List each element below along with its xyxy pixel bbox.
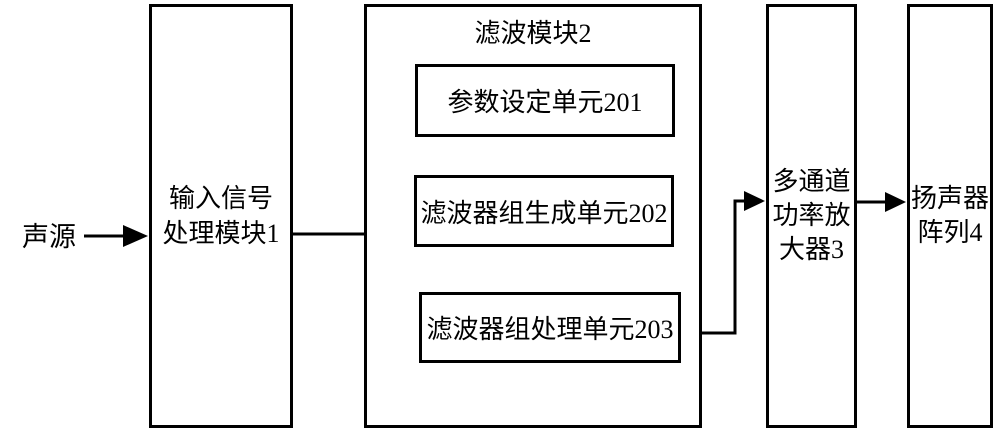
arrow-source-to-input <box>84 225 148 247</box>
multichannel-amplifier-box: 多通道 功率放 大器3 <box>766 4 857 428</box>
sound-source-label: 声源 <box>22 222 76 252</box>
filter-module-title: 滤波模块2 <box>474 19 592 48</box>
speaker-line: 扬声器 <box>910 184 989 213</box>
input-module-line: 处理模块1 <box>162 219 280 248</box>
filterbank-generation-unit-box: 滤波器组生成单元202 <box>414 175 674 247</box>
input-module-line: 输入信号 <box>168 184 273 213</box>
amplifier-line: 功率放 <box>772 201 851 230</box>
arrow-amplifier-to-speaker <box>856 192 906 212</box>
parameter-setting-unit-box: 参数设定单元201 <box>415 64 675 137</box>
input-signal-module-box: 输入信号 处理模块1 <box>149 4 293 428</box>
amplifier-line: 大器3 <box>778 235 844 264</box>
speaker-array-box: 扬声器 阵列4 <box>907 4 993 428</box>
speaker-line: 阵列4 <box>917 218 983 247</box>
amplifier-line: 多通道 <box>772 167 851 196</box>
filterbank-processing-unit-box: 滤波器组处理单元203 <box>419 292 681 363</box>
